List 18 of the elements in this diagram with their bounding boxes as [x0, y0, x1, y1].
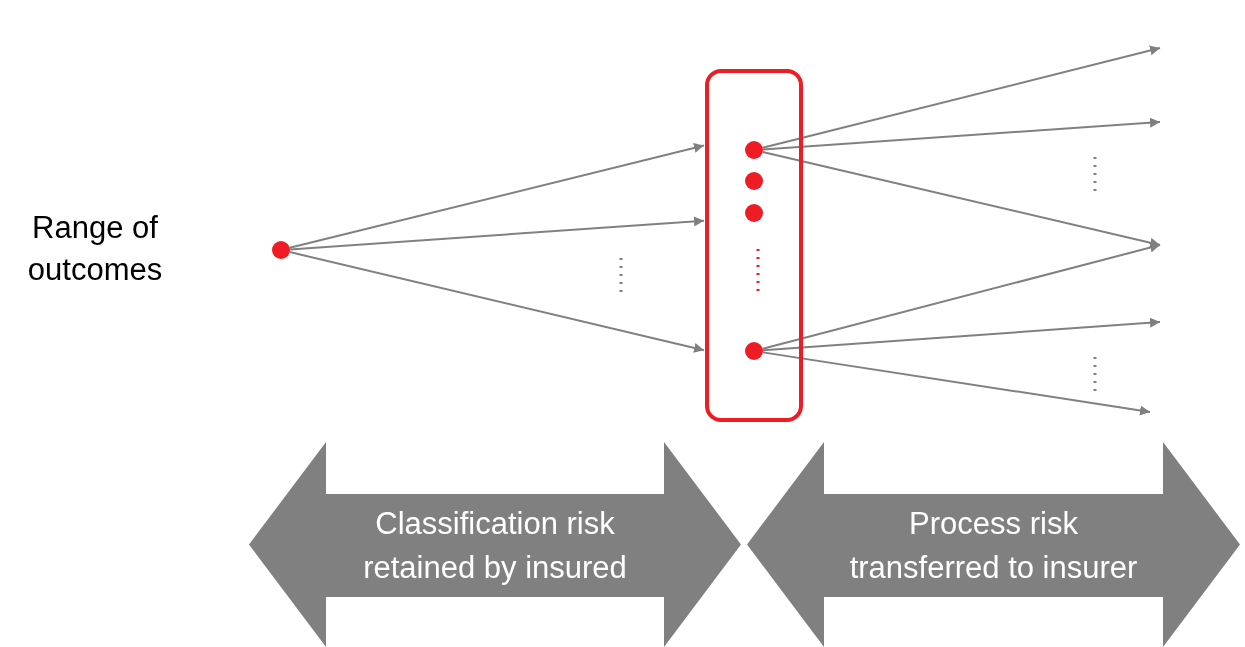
- arrow-label: Classification risk retained by insured: [362, 505, 628, 587]
- group-box: [705, 69, 803, 422]
- arrow: [762, 317, 1161, 352]
- arrow: [288, 143, 705, 249]
- dot: [272, 241, 290, 259]
- arrow: [761, 351, 1151, 416]
- arrow-label: Process risk transferred to insurer: [848, 505, 1139, 587]
- arrow: [761, 242, 1161, 350]
- arrow: [762, 117, 1161, 151]
- arrow: [761, 45, 1161, 149]
- arrow: [761, 151, 1161, 248]
- arrow: [288, 251, 705, 353]
- dot: [745, 141, 763, 159]
- dot: [745, 172, 763, 190]
- arrow: [289, 216, 705, 251]
- dot: [745, 342, 763, 360]
- axis-caption: Range of outcomes: [26, 209, 164, 289]
- dot: [745, 204, 763, 222]
